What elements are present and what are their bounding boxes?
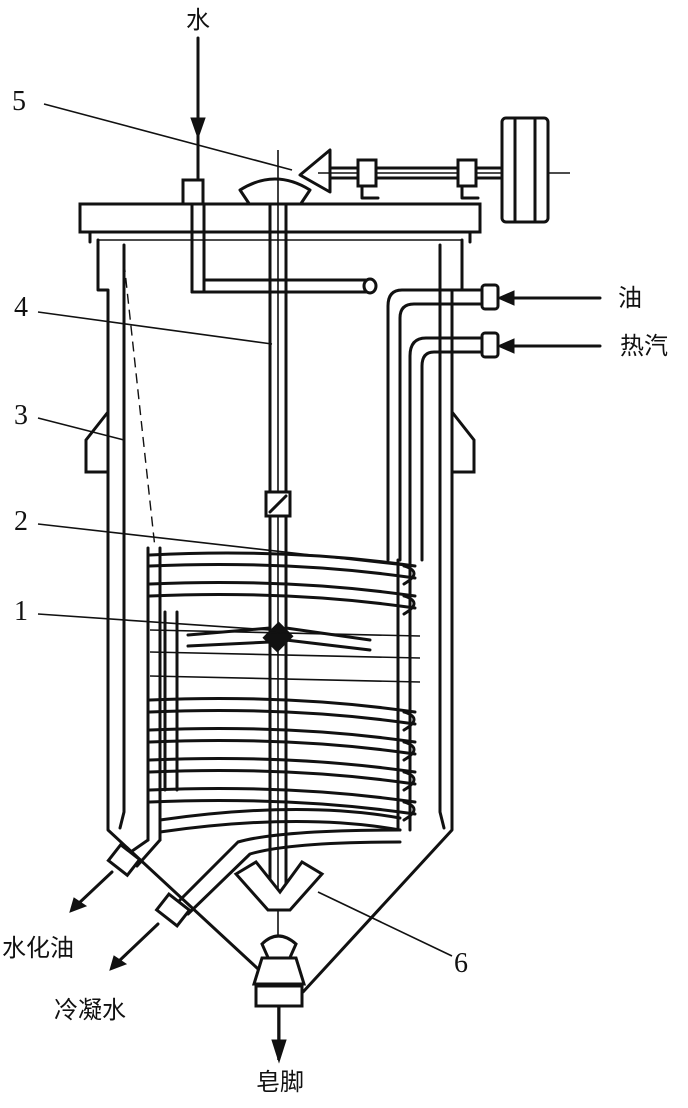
hydrated-oil-outlet [69, 838, 162, 913]
water-inlet-arrow [190, 36, 206, 180]
label-oil-inlet: 油 [618, 284, 642, 312]
label-hydrated-oil-outlet: 水化油 [2, 934, 74, 962]
leader-lines [37, 103, 453, 957]
tank-cover [78, 178, 482, 244]
support-lugs [84, 407, 476, 474]
condensate-outlet [109, 828, 402, 971]
label-soapstock-outlet: 皂脚 [256, 1068, 304, 1096]
callout-number-2: 2 [14, 506, 28, 537]
oil-inlet-pipe [386, 283, 602, 562]
tank-body [96, 238, 464, 994]
steam-inlet-pipe [408, 331, 602, 562]
agitator-shaft [264, 150, 292, 1060]
drive-assembly [238, 116, 570, 224]
callout-number-4: 4 [14, 292, 28, 323]
callout-number-5: 5 [12, 86, 26, 117]
label-water-inlet: 水 [186, 6, 210, 34]
heating-coil [146, 546, 421, 842]
dashed-feed-line [123, 261, 156, 549]
label-steam-inlet: 热汽 [620, 332, 668, 360]
bottom-valve [251, 934, 307, 1064]
water-distributor [190, 202, 378, 295]
bottom-deflector [233, 860, 325, 912]
label-condensate-outlet: 冷凝水 [54, 996, 126, 1024]
callout-number-3: 3 [14, 400, 28, 431]
callout-number-6: 6 [454, 948, 468, 979]
callout-number-1: 1 [14, 596, 28, 627]
